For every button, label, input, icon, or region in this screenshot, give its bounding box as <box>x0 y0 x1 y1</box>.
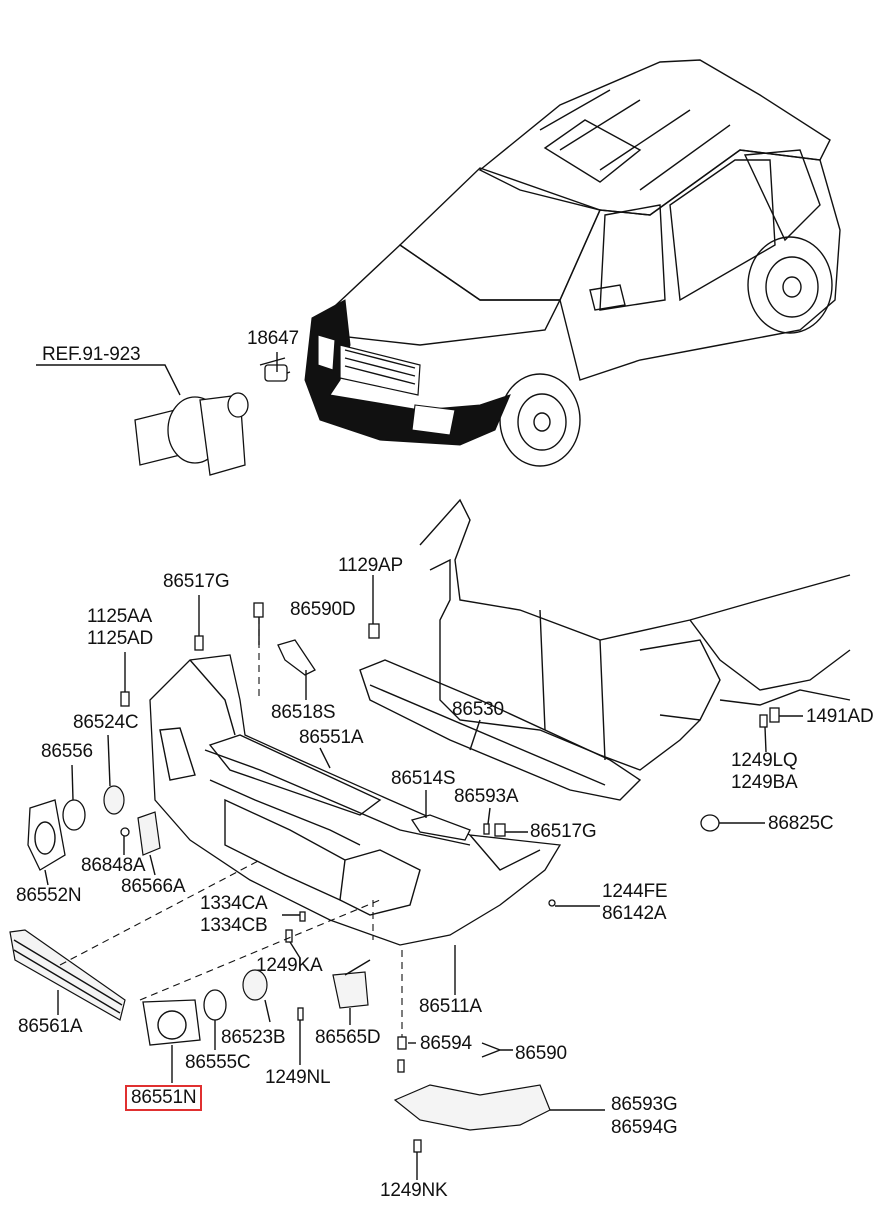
vehicle-illustration <box>304 59 841 467</box>
label-86551A[interactable]: 86551A <box>299 727 364 748</box>
label-86142A[interactable]: 86142A <box>602 903 667 924</box>
label-86517G-top[interactable]: 86517G <box>163 571 230 592</box>
label-86523B[interactable]: 86523B <box>221 1027 286 1048</box>
label-86517G-right[interactable]: 86517G <box>530 821 597 842</box>
label-86561A[interactable]: 86561A <box>18 1016 83 1037</box>
label-86594G[interactable]: 86594G <box>611 1117 678 1138</box>
label-86565D[interactable]: 86565D <box>315 1027 381 1048</box>
label-86551N-highlighted[interactable]: 86551N <box>125 1085 203 1111</box>
label-86593A[interactable]: 86593A <box>454 786 519 807</box>
label-86530[interactable]: 86530 <box>452 699 504 720</box>
label-1334CB[interactable]: 1334CB <box>200 915 268 936</box>
front-carrier <box>359 498 851 801</box>
label-1249BA[interactable]: 1249BA <box>731 772 798 793</box>
label-1129AP[interactable]: 1129AP <box>338 555 404 576</box>
fog-lamp-assembly <box>36 357 291 476</box>
label-86552N[interactable]: 86552N <box>16 885 82 906</box>
label-86590D[interactable]: 86590D <box>290 599 356 620</box>
label-1125AA[interactable]: 1125AA <box>87 606 153 627</box>
label-86593G[interactable]: 86593G <box>611 1094 678 1115</box>
label-1249NK[interactable]: 1249NK <box>380 1180 448 1201</box>
label-1249KA[interactable]: 1249KA <box>256 955 323 976</box>
label-86566A[interactable]: 86566A <box>121 876 186 897</box>
label-86511A[interactable]: 86511A <box>419 996 482 1017</box>
label-1491AD[interactable]: 1491AD <box>806 706 874 727</box>
label-18647[interactable]: 18647 <box>247 328 299 349</box>
label-1125AD[interactable]: 1125AD <box>87 628 154 649</box>
label-ref-91-923[interactable]: REF.91-923 <box>42 344 141 365</box>
label-86848A[interactable]: 86848A <box>81 855 146 876</box>
label-1244FE[interactable]: 1244FE <box>602 881 668 902</box>
label-86594[interactable]: 86594 <box>420 1033 472 1054</box>
label-86555C[interactable]: 86555C <box>185 1052 251 1073</box>
label-86514S[interactable]: 86514S <box>391 768 456 789</box>
label-1249LQ[interactable]: 1249LQ <box>731 750 798 771</box>
label-86524C[interactable]: 86524C <box>73 712 139 733</box>
label-86825C[interactable]: 86825C <box>768 813 834 834</box>
bumper-cover <box>149 654 562 946</box>
label-1334CA[interactable]: 1334CA <box>200 893 268 914</box>
label-1249NL[interactable]: 1249NL <box>265 1067 331 1088</box>
label-86556[interactable]: 86556 <box>41 741 93 762</box>
label-86518S[interactable]: 86518S <box>271 702 336 723</box>
small-parts <box>9 602 851 1153</box>
leader-lines <box>44 352 803 1180</box>
label-86590[interactable]: 86590 <box>515 1043 567 1064</box>
